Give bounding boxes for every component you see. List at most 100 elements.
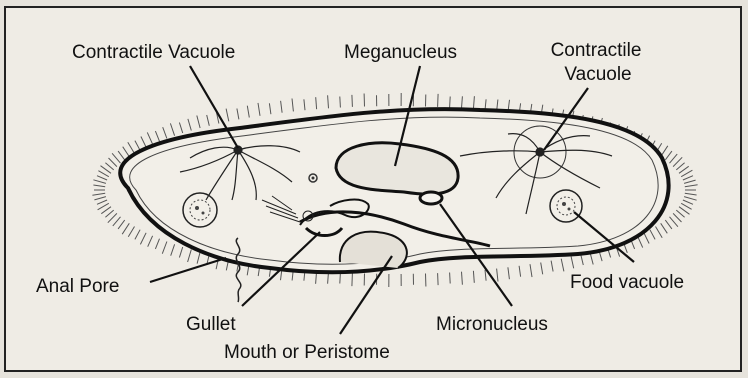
cilium xyxy=(135,141,140,151)
cilium xyxy=(105,163,113,170)
cilium xyxy=(650,230,655,240)
cilium xyxy=(679,166,689,173)
cilium xyxy=(673,157,682,166)
cilium xyxy=(571,257,574,269)
cilium xyxy=(171,244,175,255)
cilium xyxy=(147,132,152,144)
cilium xyxy=(135,230,140,240)
cilium xyxy=(438,94,439,107)
cilium xyxy=(292,99,293,112)
cilium xyxy=(304,99,305,110)
cilium xyxy=(508,267,510,279)
cilium xyxy=(179,123,182,134)
cilium xyxy=(665,151,672,160)
cilium xyxy=(128,227,134,237)
cilium xyxy=(179,247,182,258)
label-food-vacuole: Food vacuole xyxy=(570,272,684,293)
cilium xyxy=(94,197,106,200)
cilium xyxy=(519,266,521,277)
cilium xyxy=(162,242,167,254)
cilium xyxy=(462,96,463,108)
label-contractile-vacuole-right-line1: Contractile xyxy=(551,40,642,61)
label-mouth-or-peristome: Mouth or Peristome xyxy=(224,342,390,363)
cilium xyxy=(269,103,271,114)
cilium xyxy=(226,109,229,122)
cilium xyxy=(123,147,130,157)
cilium xyxy=(148,236,153,247)
cilium xyxy=(128,142,135,153)
cilium xyxy=(683,176,693,180)
cilium xyxy=(113,217,121,226)
cilium xyxy=(661,223,668,233)
cilium xyxy=(281,101,283,113)
cilium xyxy=(497,269,498,282)
cilium xyxy=(141,137,146,148)
label-meganucleus: Meganucleus xyxy=(344,42,457,63)
cilium xyxy=(685,185,698,187)
cilium xyxy=(92,193,105,195)
cilium xyxy=(684,197,697,201)
cilium xyxy=(97,200,107,204)
cilium xyxy=(188,250,192,263)
cilium xyxy=(108,213,117,222)
cilium xyxy=(683,200,693,204)
cilium xyxy=(163,127,167,138)
cilium xyxy=(258,103,260,116)
cilium xyxy=(101,207,111,214)
cilium xyxy=(684,180,696,183)
cilium xyxy=(485,270,486,281)
cilium xyxy=(665,220,672,229)
granule-dot xyxy=(312,177,315,180)
label-anal-pore: Anal Pore xyxy=(36,276,119,297)
cilium xyxy=(155,131,159,141)
cilium xyxy=(673,213,681,222)
cilium xyxy=(685,193,697,195)
cilium xyxy=(551,261,553,272)
cilium xyxy=(670,217,678,227)
cilium xyxy=(122,223,129,234)
cilium xyxy=(316,97,317,109)
cilium xyxy=(155,239,159,249)
label-contractile-vacuole-left: Contractile Vacuole xyxy=(72,42,235,63)
cilium xyxy=(670,154,678,163)
cilium xyxy=(656,227,663,238)
cilium xyxy=(561,259,564,272)
cilium xyxy=(581,254,584,265)
cilium xyxy=(352,273,353,286)
cilium xyxy=(118,151,125,160)
cilium xyxy=(530,264,532,277)
cilium xyxy=(450,97,451,108)
cilium xyxy=(676,210,684,217)
cilium xyxy=(237,109,239,120)
cilium xyxy=(328,95,329,108)
cilium xyxy=(98,171,108,177)
cilium xyxy=(118,220,125,229)
cilium xyxy=(197,116,200,129)
peristome xyxy=(340,232,407,268)
cilium xyxy=(207,115,210,126)
micronucleus-shape xyxy=(420,192,442,204)
cilium xyxy=(247,106,249,118)
cilium xyxy=(438,273,439,285)
cilium xyxy=(97,176,107,180)
cilium xyxy=(112,153,120,163)
cilium xyxy=(644,233,649,244)
cilium xyxy=(140,233,146,245)
label-gullet: Gullet xyxy=(186,314,236,335)
cilium xyxy=(109,158,117,167)
cilium xyxy=(105,210,113,217)
cilium xyxy=(352,95,353,107)
cilium xyxy=(197,252,200,264)
cilium xyxy=(93,180,106,184)
cilium xyxy=(93,185,105,187)
cilium xyxy=(170,123,174,135)
label-micronucleus: Micronucleus xyxy=(436,314,548,335)
cilium xyxy=(681,203,691,209)
label-contractile-vacuole-right-line2: Vacuole xyxy=(564,64,631,85)
cilium xyxy=(541,263,543,275)
cilium xyxy=(340,97,341,108)
cilium xyxy=(681,170,692,177)
cilium xyxy=(188,119,191,131)
